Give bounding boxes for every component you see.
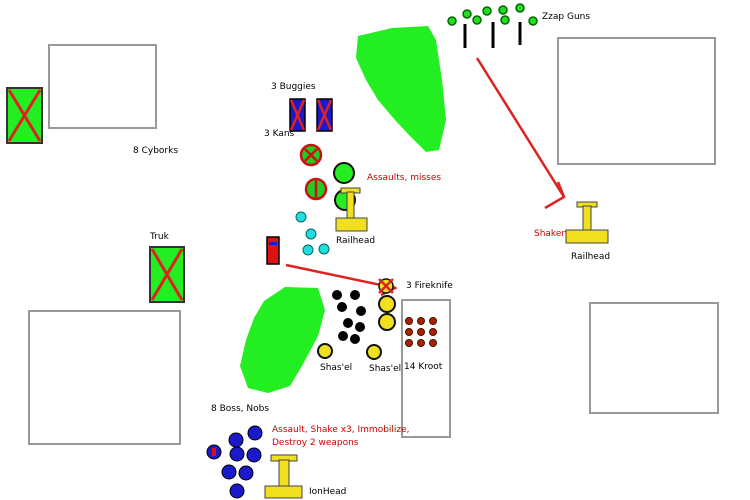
building-top-left (48, 44, 157, 129)
label-kans: 3 Kans (264, 129, 295, 139)
label-railhead-right: Railhead (571, 252, 611, 262)
label-kroot: 14 Kroot (404, 362, 443, 372)
building-top-right (557, 37, 716, 165)
label-fireknife: 3 Fireknife (406, 281, 453, 291)
railhead-right-model (565, 201, 609, 244)
wrecked-vehicle-left (6, 87, 43, 144)
building-bottom-right (589, 302, 719, 414)
fireknife-wrecked (378, 278, 394, 294)
fireknife-suits (378, 295, 396, 331)
label-shasel-1: Shas'el (320, 363, 353, 373)
forest-upper (356, 26, 446, 152)
label-cyborks: 8 Cyborks (133, 146, 179, 156)
label-assaults-misses: Assaults, misses (367, 173, 442, 183)
label-shaken: Shaken (534, 229, 568, 239)
building-center (401, 299, 451, 438)
label-assault-result-2: Destroy 2 weapons (272, 438, 359, 448)
buggy-1 (289, 98, 306, 132)
boss-nobs (206, 425, 263, 499)
kroot-models (405, 317, 437, 347)
label-railhead-left: Railhead (336, 236, 376, 246)
shasel-model-1 (317, 343, 333, 359)
label-assault-result-1: Assault, Shake x3, Immobilize, (272, 425, 410, 435)
railhead-left-model (335, 187, 368, 232)
kan-wrecked (299, 143, 323, 167)
label-ionhead: IonHead (309, 487, 347, 497)
shasel-model-2 (366, 344, 382, 360)
label-boss-nobs: 8 Boss, Nobs (211, 404, 270, 414)
label-truk: Truk (150, 232, 169, 242)
buggy-2 (316, 98, 333, 132)
fire-warriors (332, 290, 366, 344)
forest-lower (240, 287, 325, 393)
arrow-zzap-to-railhead (475, 57, 566, 210)
zzap-guns (463, 22, 522, 48)
kan-damaged (304, 177, 328, 201)
boss-marker (212, 448, 216, 456)
label-buggies: 3 Buggies (271, 82, 316, 92)
label-shasel-2: Shas'el (369, 364, 402, 374)
cyan-drones (295, 211, 330, 256)
kan-active-1 (333, 162, 355, 184)
building-bottom-left (28, 310, 181, 445)
label-zzap-guns: Zzap Guns (542, 12, 591, 22)
zzap-guns-crew (447, 3, 538, 26)
truk-wrecked (149, 246, 185, 303)
shooter-marker (266, 236, 280, 265)
ionhead-model (264, 454, 303, 499)
